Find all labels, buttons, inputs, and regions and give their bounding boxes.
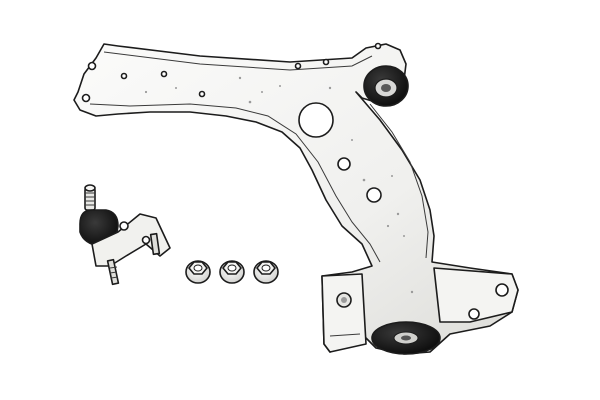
flange-nut-3 xyxy=(253,260,279,284)
ball-joint xyxy=(79,184,171,286)
control-arm-edge-outer xyxy=(369,103,429,259)
front-bushing xyxy=(363,65,409,107)
rear-bushing-bracket xyxy=(321,267,519,353)
arm-hole-top-1 xyxy=(294,62,302,70)
arm-hole-mid xyxy=(337,157,351,171)
arm-hole-left-5 xyxy=(198,90,206,98)
rear-bushing xyxy=(371,321,441,355)
control-arm-edge-upper xyxy=(103,51,373,71)
flange-nut-1 xyxy=(185,260,211,284)
arm-hole-small xyxy=(366,187,382,203)
arm-hole-left-1 xyxy=(87,61,97,71)
ball-joint-bolt-2 xyxy=(149,232,161,256)
ball-joint-stud-tip xyxy=(84,184,96,192)
flange-nuts xyxy=(185,260,279,284)
arm-hole-left-3 xyxy=(120,72,128,80)
arm-hole-large xyxy=(298,102,334,138)
control-arm xyxy=(73,42,519,355)
flange-nut-2 xyxy=(219,260,245,284)
bracket-hole-lower xyxy=(468,308,480,320)
arm-hole-left-2 xyxy=(81,93,91,103)
arm-hole-top-2 xyxy=(322,58,330,66)
bracket-hole-right xyxy=(495,283,509,297)
ball-joint-plate xyxy=(91,213,171,267)
arm-hole-top-3 xyxy=(374,42,382,50)
arm-hole-left-4 xyxy=(160,70,168,78)
control-arm-edge-lower xyxy=(89,103,381,263)
